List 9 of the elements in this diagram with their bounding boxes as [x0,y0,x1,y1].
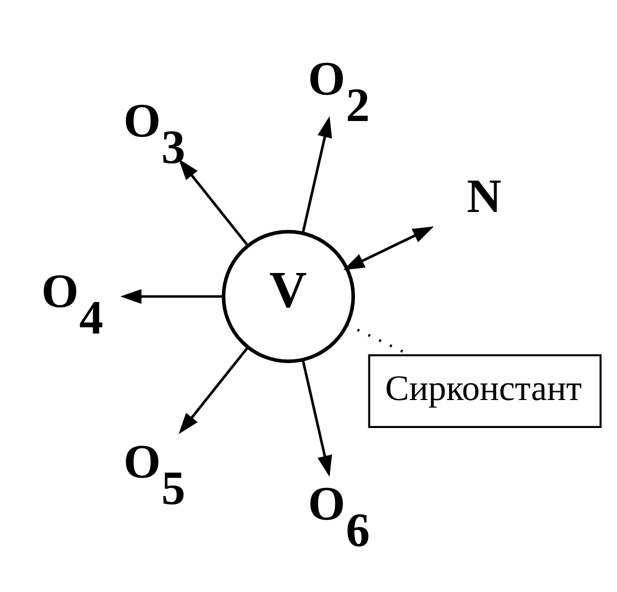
arrow [302,116,332,234]
node-box: Сирконстант [368,354,602,428]
arrow [343,226,434,270]
arrow [178,346,249,434]
node-text: N [466,170,502,223]
arrow [120,288,224,304]
node-circle: V [222,229,355,363]
arrow [302,358,332,476]
arrow [178,158,249,246]
